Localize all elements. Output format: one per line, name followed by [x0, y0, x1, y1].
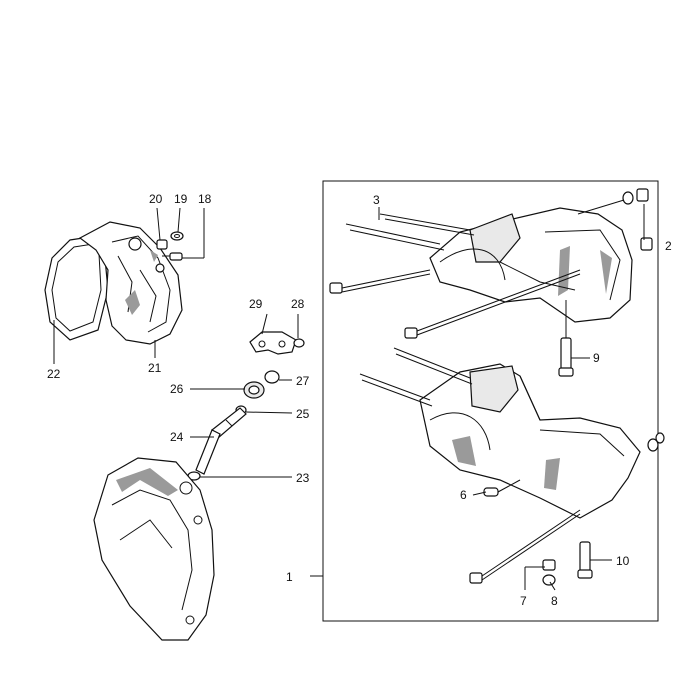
crankcase-group-frame	[322, 180, 659, 622]
lower-right-washers	[647, 432, 665, 452]
part-7-nut	[542, 559, 556, 571]
leader-lines	[53, 204, 645, 591]
callout-23: 23	[296, 471, 310, 485]
callout-6: 6	[460, 488, 467, 502]
part-3-studs	[345, 213, 475, 251]
callout-numbers: 1 2 3 6 7 8 9 10 18 19 20 21 22 23 24 25…	[47, 192, 672, 608]
callout-28: 28	[291, 297, 305, 311]
callout-26: 26	[170, 382, 184, 396]
part-27-bushing	[264, 370, 280, 384]
part-29-lever	[249, 331, 297, 355]
part-21-cover	[78, 221, 183, 345]
callout-20: 20	[149, 192, 163, 206]
clutch-housing	[93, 457, 215, 641]
callout-8: 8	[551, 594, 558, 608]
callout-1: 1	[286, 570, 293, 584]
callout-3: 3	[373, 193, 380, 207]
part-9-bolt	[558, 300, 574, 377]
callout-18: 18	[198, 192, 212, 206]
long-bolt-middle	[404, 269, 581, 339]
long-bolt-upper	[329, 269, 431, 294]
part-20-nut	[156, 239, 168, 250]
long-bolt-lower	[469, 509, 581, 584]
callout-25: 25	[296, 407, 310, 421]
part-26-seal	[243, 381, 265, 399]
callout-10: 10	[616, 554, 630, 568]
part-10-bolt	[577, 541, 593, 579]
callout-2: 2	[665, 239, 672, 253]
part-18-bolt	[162, 252, 183, 261]
part-24-shaft	[195, 407, 247, 475]
lower-studs	[359, 347, 473, 407]
upper-crankcase-half	[429, 207, 633, 323]
callout-22: 22	[47, 367, 61, 381]
part-2-fasteners	[577, 188, 653, 251]
part-28-clip	[293, 338, 305, 348]
part-8-washer	[542, 574, 556, 586]
callout-9: 9	[593, 351, 600, 365]
callout-29: 29	[249, 297, 263, 311]
callout-7: 7	[520, 594, 527, 608]
callout-24: 24	[170, 430, 184, 444]
callout-27: 27	[296, 374, 310, 388]
callout-19: 19	[174, 192, 188, 206]
part-6-dowel	[483, 479, 521, 497]
callout-21: 21	[148, 361, 162, 375]
lower-crankcase-half	[419, 363, 641, 519]
part-19-washer	[170, 231, 184, 241]
